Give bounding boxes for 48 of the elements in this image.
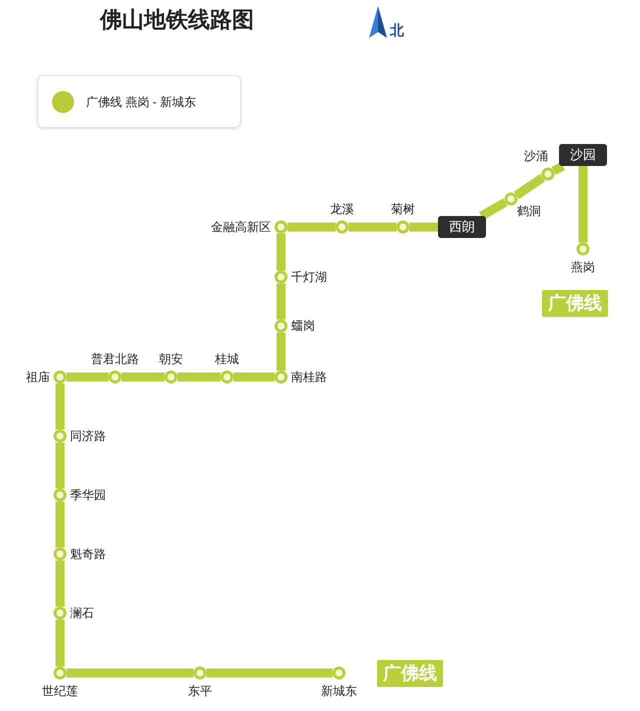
station-name: 魁奇路 [70, 546, 106, 562]
interchange-station-box: 西朗 [438, 216, 486, 238]
station-name: 东平 [188, 683, 212, 699]
metro-line-segment [288, 222, 336, 232]
metro-line-segment [410, 222, 438, 232]
metro-line-segment [552, 162, 565, 175]
metro-line-segment [206, 668, 332, 678]
station-name: 南桂路 [291, 369, 327, 385]
metro-line-segment [66, 668, 194, 678]
metro-line-segment [276, 284, 286, 320]
station-name: 普君北路 [91, 351, 139, 367]
metro-line-segment [578, 166, 588, 242]
station-name: 鹤洞 [517, 203, 541, 219]
metro-line-segment [56, 560, 64, 606]
metro-line-segment [122, 372, 164, 382]
metro-line-segment [479, 198, 508, 220]
metro-line-segment [178, 372, 220, 382]
station-name: 沙涌 [524, 148, 548, 164]
station-name: 金融高新区 [211, 219, 271, 235]
station-name: 𧒽岗 [291, 318, 315, 334]
metro-line-segment [56, 384, 64, 430]
metro-line-segment [348, 222, 396, 232]
station-name: 同济路 [70, 428, 106, 444]
station-name: 千灯湖 [291, 269, 327, 285]
station-name: 菊树 [391, 201, 415, 217]
map-title: 佛山地铁线路图 [100, 6, 254, 34]
metro-line-segment [56, 620, 64, 666]
line-name-tag: 广佛线 [377, 660, 443, 687]
station-name: 燕岗 [571, 259, 595, 275]
metro-line-segment [56, 502, 64, 548]
station-name: 桂城 [215, 351, 239, 367]
metro-line-segment [66, 372, 108, 382]
legend-text: 广佛线 燕岗 - 新城东 [86, 94, 196, 111]
station-name: 世纪莲 [42, 683, 78, 699]
metro-line-segment [276, 332, 286, 370]
metro-line-segment [234, 372, 274, 382]
metro-line-segment [514, 174, 546, 200]
station-name: 朝安 [159, 351, 183, 367]
interchange-station-box: 沙园 [559, 144, 607, 166]
metro-line-segment [56, 442, 64, 488]
north-label: 北 [390, 21, 404, 40]
metro-line-segment [276, 234, 286, 270]
line-name-tag: 广佛线 [542, 290, 608, 317]
station-name: 祖庙 [26, 369, 50, 385]
station-name: 澜石 [70, 605, 94, 621]
station-name: 龙溪 [330, 201, 354, 217]
station-name: 新城东 [321, 683, 357, 699]
station-name: 季华园 [70, 487, 106, 503]
